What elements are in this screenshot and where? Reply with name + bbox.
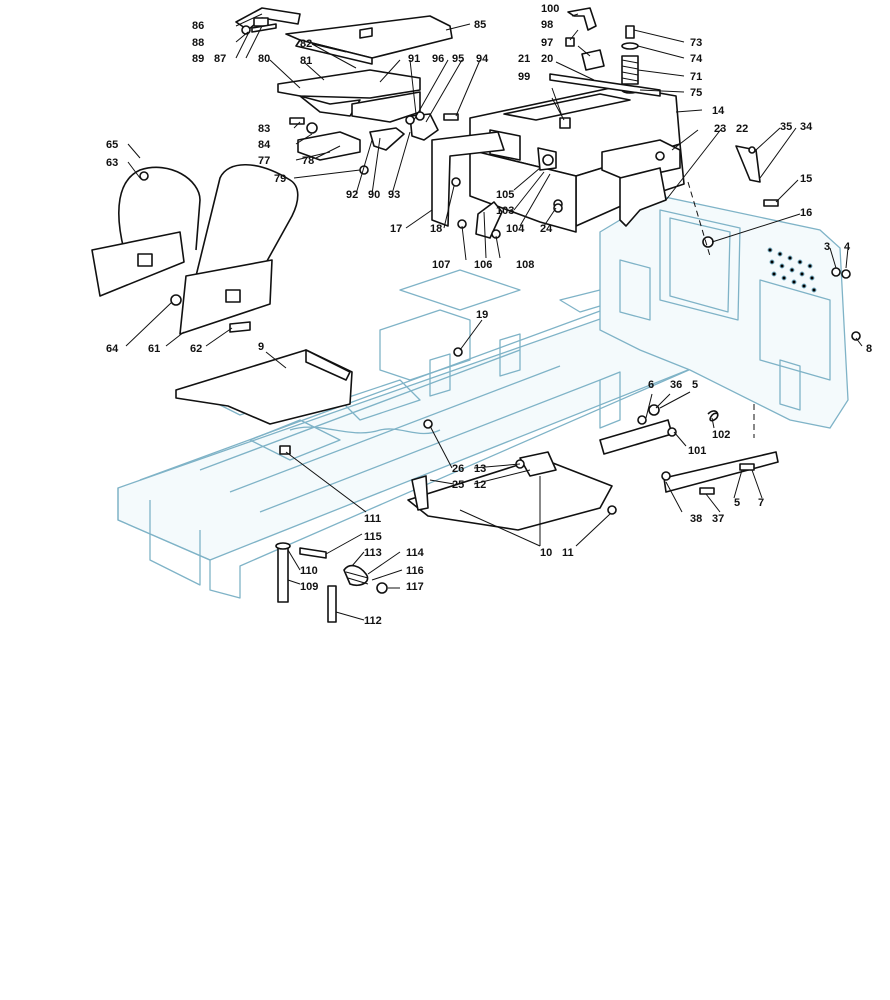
callout-115: 115 <box>364 531 382 543</box>
callout-15: 15 <box>800 173 812 185</box>
callout-107: 107 <box>432 259 450 271</box>
roll-bar <box>91 163 299 335</box>
callout-96: 96 <box>432 53 444 65</box>
callout-62: 62 <box>190 343 202 355</box>
callout-111: 111 <box>364 513 381 525</box>
right-brackets <box>599 404 779 495</box>
callout-93: 93 <box>388 189 400 201</box>
callout-26: 26 <box>452 463 464 475</box>
leader-lines <box>125 13 863 621</box>
callout-labels: 86 88 89 87 85 82 80 81 91 96 95 94 83 8… <box>106 3 872 627</box>
small-brackets <box>289 111 459 175</box>
callout-63: 63 <box>106 157 118 169</box>
grille-holes <box>767 247 817 293</box>
rear-plate <box>599 195 849 429</box>
hinge-86-89 <box>235 7 301 35</box>
callout-24: 24 <box>540 223 553 235</box>
callout-110: 110 <box>300 565 318 577</box>
callout-3: 3 <box>824 241 830 253</box>
callout-74: 74 <box>690 53 703 65</box>
pin-spring-assembly <box>275 542 388 623</box>
callout-5-bottom: 5 <box>734 497 740 509</box>
bracket-17 <box>431 131 505 227</box>
callout-22: 22 <box>736 123 748 135</box>
callout-13: 13 <box>474 463 486 475</box>
callout-61: 61 <box>148 343 160 355</box>
callout-91: 91 <box>408 53 420 65</box>
callout-11: 11 <box>562 547 574 559</box>
callout-114: 114 <box>406 547 425 559</box>
callout-4: 4 <box>844 241 851 253</box>
callout-77: 77 <box>258 155 270 167</box>
callout-17: 17 <box>390 223 402 235</box>
callout-103: 103 <box>496 205 514 217</box>
callout-89: 89 <box>192 53 204 65</box>
callout-98: 98 <box>541 19 553 31</box>
callout-21: 21 <box>518 53 530 65</box>
callout-23: 23 <box>714 123 726 135</box>
callout-80: 80 <box>258 53 270 65</box>
callout-87: 87 <box>214 53 226 65</box>
callout-95: 95 <box>452 53 464 65</box>
callout-117: 117 <box>406 581 424 593</box>
callout-100: 100 <box>541 3 559 15</box>
callout-6: 6 <box>648 379 654 391</box>
dash-bracket-23 <box>601 139 681 227</box>
callout-109: 109 <box>300 581 318 593</box>
callout-81: 81 <box>300 55 312 67</box>
callout-25: 25 <box>452 479 464 491</box>
callout-10: 10 <box>540 547 552 559</box>
callout-84: 84 <box>258 139 271 151</box>
callout-64: 64 <box>106 343 119 355</box>
callout-113: 113 <box>364 547 382 559</box>
callout-75: 75 <box>690 87 702 99</box>
callout-116: 116 <box>406 565 424 577</box>
callout-85: 85 <box>474 19 486 31</box>
callout-105: 105 <box>496 189 514 201</box>
callout-71: 71 <box>690 71 702 83</box>
callout-65: 65 <box>106 139 118 151</box>
callout-18: 18 <box>430 223 442 235</box>
callout-12: 12 <box>474 479 486 491</box>
linkage-103-108 <box>457 147 563 239</box>
callout-8: 8 <box>866 343 872 355</box>
callout-104: 104 <box>506 223 525 235</box>
callout-73: 73 <box>690 37 702 49</box>
callout-90: 90 <box>368 189 380 201</box>
callout-112: 112 <box>364 615 382 627</box>
bracket-80 <box>277 69 421 123</box>
callout-36: 36 <box>670 379 682 391</box>
callout-106: 106 <box>474 259 492 271</box>
callout-78: 78 <box>302 155 314 167</box>
callout-92: 92 <box>346 189 358 201</box>
callout-7: 7 <box>758 497 764 509</box>
callout-19: 19 <box>476 309 488 321</box>
callout-99: 99 <box>518 71 530 83</box>
callout-82: 82 <box>300 38 312 50</box>
callout-16: 16 <box>800 207 812 219</box>
callout-9: 9 <box>258 341 264 353</box>
callout-14: 14 <box>712 105 725 117</box>
floor-plate-9 <box>175 349 353 425</box>
callout-97: 97 <box>541 37 553 49</box>
callout-37: 37 <box>712 513 724 525</box>
spring-assembly <box>549 7 661 97</box>
callout-108: 108 <box>516 259 534 271</box>
callout-79: 79 <box>274 173 286 185</box>
callout-94: 94 <box>476 53 489 65</box>
callout-38: 38 <box>690 513 702 525</box>
callout-20: 20 <box>541 53 553 65</box>
callout-88: 88 <box>192 37 204 49</box>
callout-5-top: 5 <box>692 379 698 391</box>
callout-35: 35 <box>780 121 792 133</box>
callout-86: 86 <box>192 20 204 32</box>
callout-102: 102 <box>712 429 730 441</box>
callout-34: 34 <box>800 121 813 133</box>
callout-83: 83 <box>258 123 270 135</box>
callout-101: 101 <box>688 445 706 457</box>
